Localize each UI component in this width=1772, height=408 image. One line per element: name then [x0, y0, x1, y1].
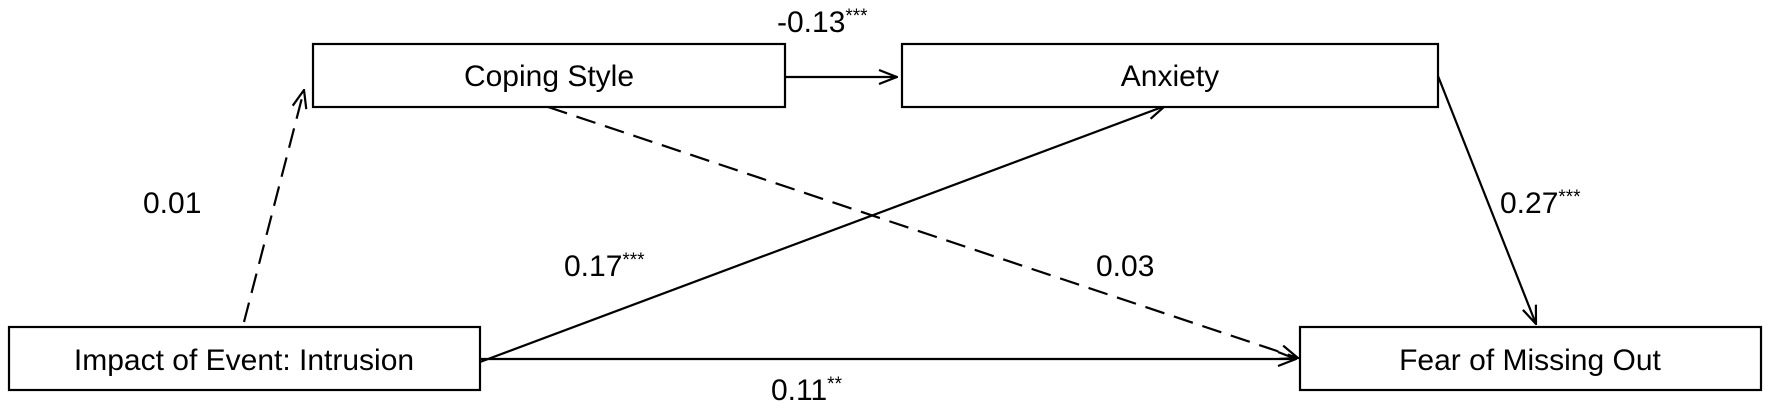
node-fear-of-missing-out: Fear of Missing Out: [1298, 325, 1763, 392]
path-intrusion-to-coping: [242, 90, 304, 323]
node-label: Fear of Missing Out: [1399, 344, 1661, 377]
coef-coping-to-anxiety: -0.13***: [777, 6, 868, 39]
coef-intrusion-to-fomo: 0.11**: [771, 374, 843, 407]
node-label: Impact of Event: Intrusion: [74, 344, 414, 377]
node-label: Anxiety: [1121, 60, 1219, 93]
coef-intrusion-to-anxiety: 0.17***: [564, 250, 645, 283]
node-anxiety: Anxiety: [900, 42, 1440, 109]
path-coping-to-fomo: [547, 105, 1298, 358]
coef-anxiety-to-fomo: 0.27***: [1500, 187, 1581, 220]
path-anxiety-to-fomo: [1436, 75, 1536, 324]
path-intrusion-to-anxiety: [479, 106, 1165, 364]
coef-coping-to-fomo: 0.03: [1096, 250, 1154, 283]
node-label: Coping Style: [464, 60, 634, 93]
node-impact-of-event-intrusion: Impact of Event: Intrusion: [7, 325, 482, 392]
coef-intrusion-to-coping: 0.01: [143, 187, 201, 220]
node-coping-style: Coping Style: [311, 42, 787, 109]
